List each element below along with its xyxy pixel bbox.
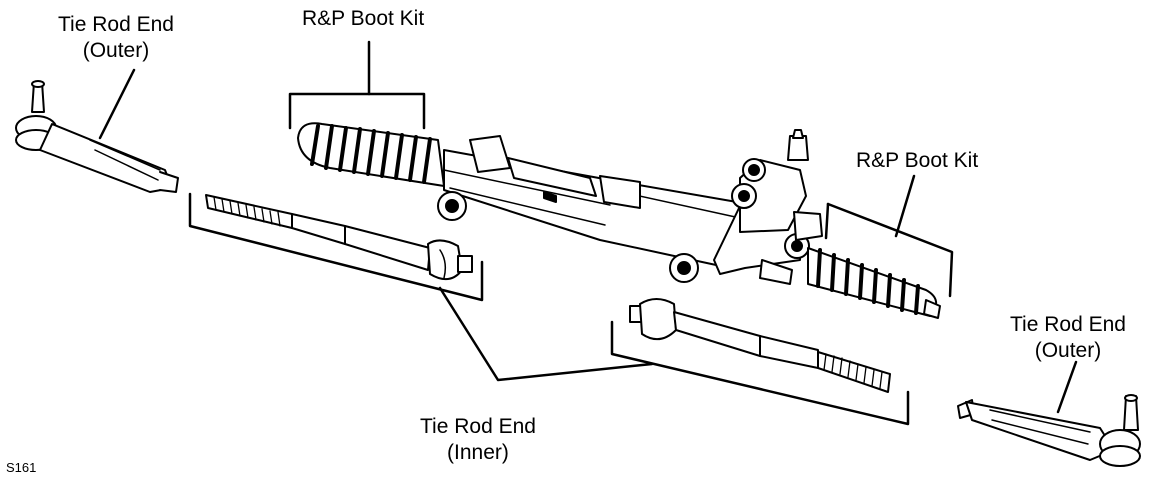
label-line: (Outer) [1034, 339, 1102, 362]
label-boot-kit-right: R&P Boot Kit [856, 149, 979, 172]
label-tie-rod-outer-right: Tie Rod End (Outer) [1010, 312, 1126, 364]
boot-leader-right [894, 174, 916, 238]
outer-tie-rod-end-right [957, 394, 1141, 467]
inner-bracket-right [610, 320, 910, 426]
label-tie-rod-inner: Tie Rod End (Inner) [420, 414, 536, 466]
label-line: (Inner) [447, 441, 509, 464]
label-line: Tie Rod End [1010, 313, 1126, 336]
inner-tie-rod-right [629, 298, 891, 393]
boot-bracket-right [826, 202, 954, 298]
label-boot-kit-top: R&P Boot Kit [302, 7, 425, 30]
label-line: (Outer) [82, 39, 150, 62]
leader-lines [98, 40, 1078, 426]
label-tie-rod-outer-left: Tie Rod End (Outer) [58, 12, 174, 64]
outer-tie-rod-end-left [15, 80, 179, 193]
inner-tie-rod-left [205, 194, 473, 281]
inner-leader [438, 286, 654, 382]
outer-left-leader [98, 68, 136, 140]
label-line: Tie Rod End [420, 415, 536, 438]
boot-bracket-left [288, 92, 426, 130]
pinion-valve-body [731, 129, 823, 259]
inner-bracket-left [188, 192, 484, 302]
label-line: Tie Rod End [58, 13, 174, 36]
figure-code: S161 [6, 460, 37, 475]
rack-housing [437, 135, 801, 285]
rack-boot-right [807, 247, 941, 319]
rack-boot-left [297, 122, 445, 187]
outer-right-leader [1056, 360, 1078, 414]
